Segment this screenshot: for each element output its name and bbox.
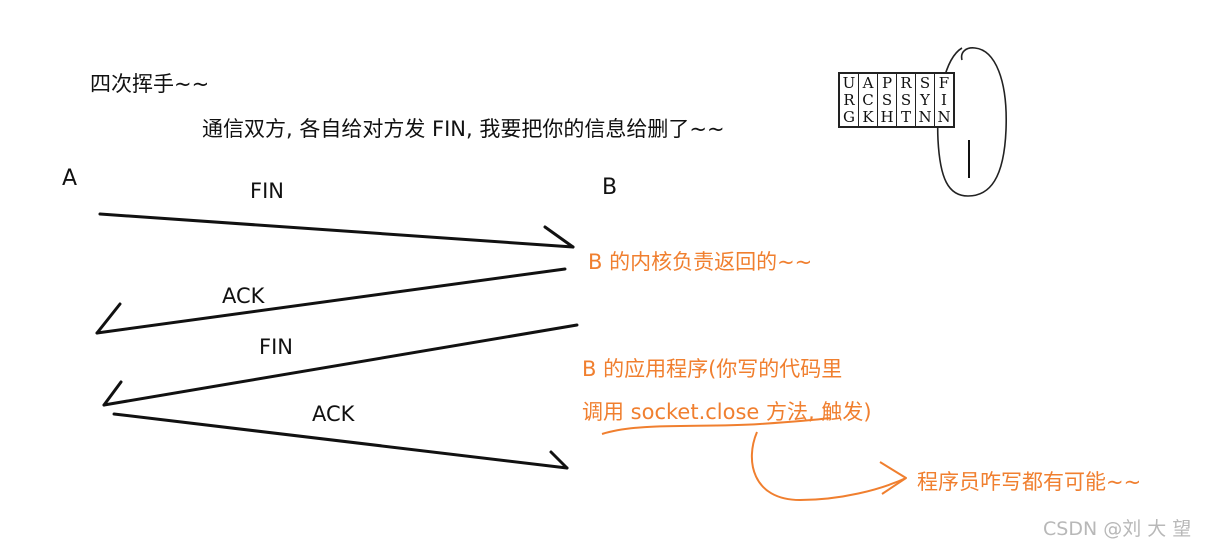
kernel-note: B 的内核负责返回的~~ [588,250,813,274]
message-fin-2-label: FIN [259,335,293,359]
programmer-note: 程序员咋写都有可能~~ [917,470,1142,494]
socket-close-underline [601,417,831,435]
programmer-arrow [750,431,907,502]
flag-char: R [843,91,855,109]
flag-char: S [919,74,931,92]
tcp-flag-syn: S Y N [916,74,935,126]
flag-char: R [900,74,912,92]
programmer-arrow-head [879,461,907,495]
app-note-line-2: 调用 socket.close 方法, 触发) [582,400,872,424]
tcp-flag-rst: R S T [897,74,916,126]
arrow-fin-2 [102,323,579,407]
tcp-flag-psh: P S H [878,74,897,126]
arrow-fin-1 [98,212,575,249]
flag-char: I [941,91,947,109]
tcp-flags-table: U R G A C K P S H R S T S Y N F I N [838,72,955,128]
flag-char: C [862,91,874,109]
page-subtitle: 通信双方, 各自给对方发 FIN, 我要把你的信息给删了~~ [202,117,725,141]
flag-char: H [880,108,894,126]
tcp-flag-fin: F I N [935,74,953,126]
message-fin-1-label: FIN [250,179,284,203]
flag-char: N [937,108,951,126]
tcp-flag-urg: U R G [840,74,859,126]
flag-char: K [862,108,874,126]
flag-char: G [843,108,855,126]
flag-char: S [881,91,893,109]
app-note-line-1: B 的应用程序(你写的代码里 [582,357,843,381]
watermark: CSDN @刘 大 望 [1043,518,1192,540]
arrow-ack-2 [112,412,569,470]
flag-char: Y [920,91,930,109]
page-title: 四次挥手~~ [90,72,210,96]
flag-char: T [900,108,911,126]
flag-char: F [938,74,950,92]
flag-char: N [918,108,932,126]
arrow-ack-1 [95,267,567,335]
message-ack-1-label: ACK [222,284,265,308]
flag-char: U [842,74,856,92]
flag-char: P [881,74,893,92]
tcp-flag-ack: A C K [859,74,878,126]
flag-char: S [900,91,912,109]
host-a-label: A [62,166,78,191]
host-b-label: B [602,175,618,200]
message-ack-2-label: ACK [312,402,355,426]
flag-char: A [862,74,874,92]
